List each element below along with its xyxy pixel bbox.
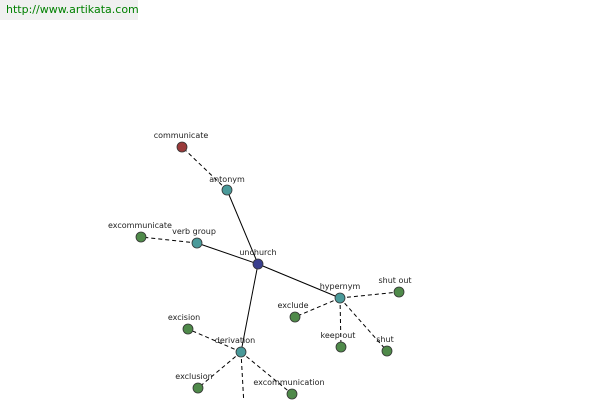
edge-unchurch-to-verb-group	[196, 242, 259, 265]
node-excommunication[interactable]	[286, 388, 298, 400]
node-excommunicate[interactable]	[135, 231, 147, 243]
node-label-excommunication: excommunication	[253, 378, 324, 387]
node-excision[interactable]	[182, 323, 194, 335]
edges-layer	[140, 146, 400, 400]
node-exclusion[interactable]	[192, 382, 204, 394]
node-derivation[interactable]	[235, 346, 247, 358]
nodes-layer	[135, 141, 405, 400]
node-label-exclude: exclude	[277, 301, 308, 310]
node-label-derivation: derivation	[215, 336, 255, 345]
node-label-shut: shut	[376, 335, 393, 344]
edge-verb-group-to-excommunicate	[140, 236, 198, 244]
node-label-keep-out: keep out	[321, 331, 356, 340]
edge-hypernym-to-shut	[339, 297, 388, 352]
node-antonym[interactable]	[221, 184, 233, 196]
node-label-unchurch: unchurch	[239, 248, 276, 257]
edge-derivation-to-excommunication	[240, 351, 293, 395]
edge-hypernym-to-shut-out	[339, 291, 400, 299]
node-hypernym[interactable]	[334, 292, 346, 304]
edge-derivation-to-exclusion	[197, 351, 242, 389]
edge-antonym-to-communicate	[181, 146, 228, 191]
edge-unchurch-to-antonym	[226, 189, 259, 265]
node-communicate[interactable]	[176, 141, 188, 153]
node-unchurch[interactable]	[252, 258, 264, 270]
node-label-hypernym: hypernym	[320, 282, 361, 291]
site-url-link[interactable]: http://www.artikata.com	[0, 0, 139, 20]
node-label-communicate: communicate	[154, 131, 209, 140]
node-label-shut-out: shut out	[378, 276, 411, 285]
node-label-exclusion: exclusion	[175, 372, 212, 381]
edge-hypernym-to-keep-out	[339, 297, 342, 348]
node-exclude[interactable]	[289, 311, 301, 323]
node-shut-out[interactable]	[393, 286, 405, 298]
node-verb-group[interactable]	[191, 237, 203, 249]
node-label-excision: excision	[168, 313, 200, 322]
node-label-verb-group: verb group	[172, 227, 216, 236]
edge-unchurch-to-derivation	[240, 263, 259, 353]
node-label-excommunicate: excommunicate	[108, 221, 172, 230]
node-keep-out[interactable]	[335, 341, 347, 353]
edge-derivation-to-excision	[187, 328, 242, 353]
edge-derivation-to-offscreen-word	[240, 351, 245, 400]
edge-unchurch-to-hypernym	[257, 263, 341, 299]
node-shut[interactable]	[381, 345, 393, 357]
edge-hypernym-to-exclude	[294, 297, 341, 318]
node-label-antonym: antonym	[209, 175, 245, 184]
